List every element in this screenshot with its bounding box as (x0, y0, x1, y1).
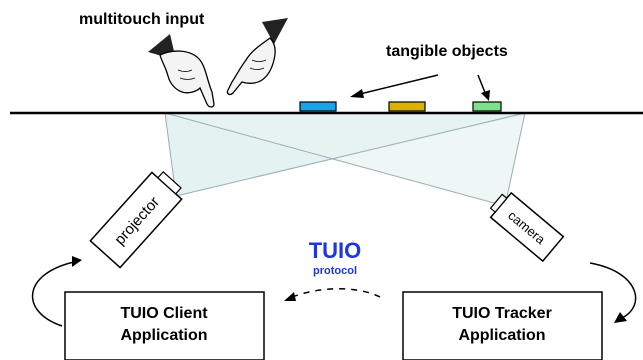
tuio-tracker-box (402, 291, 603, 360)
camera-to-tracker-arrow (589, 262, 637, 319)
camera-device: camera (489, 191, 565, 263)
multitouch-input-label: multitouch input (79, 11, 205, 28)
client-to-projector-arrow-head (72, 256, 82, 267)
tangible-arrow-down-head (481, 90, 490, 101)
tuio-client-label-line2: Application (120, 327, 207, 344)
camera-ray-right (504, 112, 526, 207)
tangible-objects-label: tangible objects (386, 43, 508, 60)
tuio-client-box (64, 291, 265, 360)
tangible-object-yellow (388, 101, 426, 112)
tuio-label: TUIO (309, 238, 362, 263)
camera-view-area (165, 113, 525, 206)
protocol-label: protocol (313, 265, 357, 277)
pointing-hand-right-icon (226, 18, 288, 96)
tuio-client-label-line1: TUIO Client (120, 305, 208, 322)
projection-ray-right (175, 112, 526, 197)
tangible-object-blue (299, 101, 337, 112)
tangible-object-green (472, 101, 502, 112)
protocol-dashed-arrow-head (284, 292, 296, 301)
pointing-hand-left-icon (148, 34, 215, 108)
tuio-tracker-label-line1: TUIO Tracker (452, 305, 552, 322)
tangible-arrow-down (477, 74, 487, 96)
tangible-arrow-left (359, 74, 439, 95)
protocol-dashed-arrow (291, 288, 381, 298)
camera-to-tracker-arrow-head (614, 312, 627, 323)
projector-device: projector (89, 170, 183, 269)
camera-ray-left (164, 112, 506, 207)
client-to-projector-arrow (32, 261, 75, 327)
tuio-tracker-label-line2: Application (458, 327, 545, 344)
tangible-arrow-left-head (350, 89, 364, 98)
